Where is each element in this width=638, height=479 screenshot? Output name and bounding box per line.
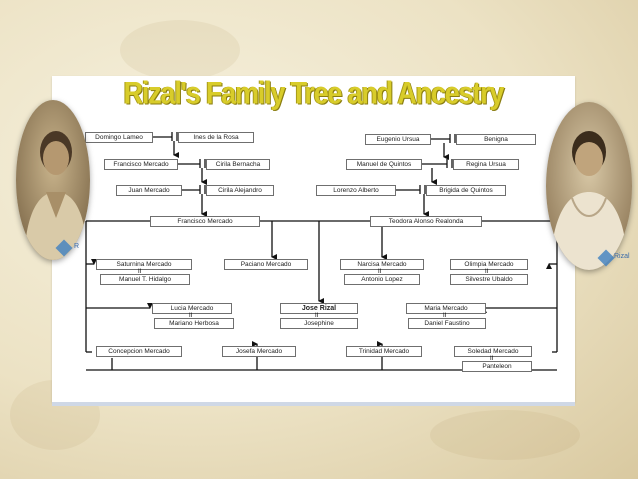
node-manuel-de-quintos: Manuel de Quintos: [346, 159, 422, 170]
caption-left: R: [74, 243, 80, 250]
marriage-mark: II: [189, 313, 193, 319]
node-concepcion-mercado: Concepcion Mercado: [96, 346, 182, 357]
node-ines-de-la-rosa: Ines de la Rosa: [178, 132, 254, 143]
portrait-father: [16, 100, 90, 260]
node-cirila-alejandro: Cirila Alejandro: [206, 185, 274, 196]
node-regina-ursua: Regina Ursua: [453, 159, 519, 170]
marriage-mark: II: [378, 269, 382, 275]
node-narcisa-mercado: Narcisa Mercado: [340, 259, 424, 270]
node-lucia-mercado: Lucia Mercado: [152, 303, 232, 314]
node-brigida-de-quintos: Brigida de Quintos: [426, 185, 506, 196]
node-silvestre-ubaldo: Silvestre Ubaldo: [450, 274, 528, 285]
slide-bottom-bar: [52, 402, 575, 406]
node-jose-rizal: Jose Rizal: [280, 303, 358, 314]
family-tree-slide: Rizal's Family Tree and Ancestry: [52, 75, 575, 402]
marriage-mark: II: [315, 313, 319, 319]
marriage-mark: II: [490, 356, 494, 362]
node-daniel-faustino: Daniel Faustino: [408, 318, 486, 329]
mother-photo-icon: [546, 102, 632, 270]
node-panteleon: Panteleon: [462, 361, 532, 372]
portrait-mother: [546, 102, 632, 270]
node-trinidad-mercado: Trinidad Mercado: [346, 346, 422, 357]
father-photo-icon: [16, 100, 90, 260]
node-francisco-mercado: Francisco Mercado: [150, 216, 260, 227]
marriage-mark: II: [443, 313, 447, 319]
node-mariano-herbosa: Mariano Herbosa: [154, 318, 234, 329]
marriage-mark: II: [138, 269, 142, 275]
node-manuel-t-hidalgo: Manuel T. Hidalgo: [100, 274, 190, 285]
slide-title: Rizal's Family Tree and Ancestry: [123, 75, 505, 111]
node-olimpia-mercado: Olimpia Mercado: [450, 259, 528, 270]
node-teodora-alonso-realonda: Teodora Alonso Realonda: [370, 216, 482, 227]
node-lorenzo-alberto: Lorenzo Alberto: [316, 185, 396, 196]
marriage-mark: II: [485, 269, 489, 275]
node-cirila-bernacha: Cirila Bernacha: [206, 159, 270, 170]
node-josephine: Josephine: [280, 318, 358, 329]
node-domingo-lameo: Domingo Lameo: [85, 132, 153, 143]
node-soledad-mercado: Soledad Mercado: [454, 346, 532, 357]
node-benigna: Benigna: [456, 134, 536, 145]
node-maria-mercado: Maria Mercado: [406, 303, 486, 314]
paper-stain: [120, 20, 240, 80]
node-antonio-lopez: Antonio Lopez: [344, 274, 420, 285]
node-eugenio-ursua: Eugenio Ursua: [365, 134, 431, 145]
paper-stain: [430, 410, 580, 460]
node-saturnina-mercado: Saturnina Mercado: [96, 259, 192, 270]
node-paciano-mercado: Paciano Mercado: [224, 259, 308, 270]
node-francisco-mercado-sr: Francisco Mercado: [104, 159, 178, 170]
caption-right: Rizal: [614, 253, 630, 260]
node-juan-mercado: Juan Mercado: [116, 185, 182, 196]
node-josefa-mercado: Josefa Mercado: [222, 346, 296, 357]
